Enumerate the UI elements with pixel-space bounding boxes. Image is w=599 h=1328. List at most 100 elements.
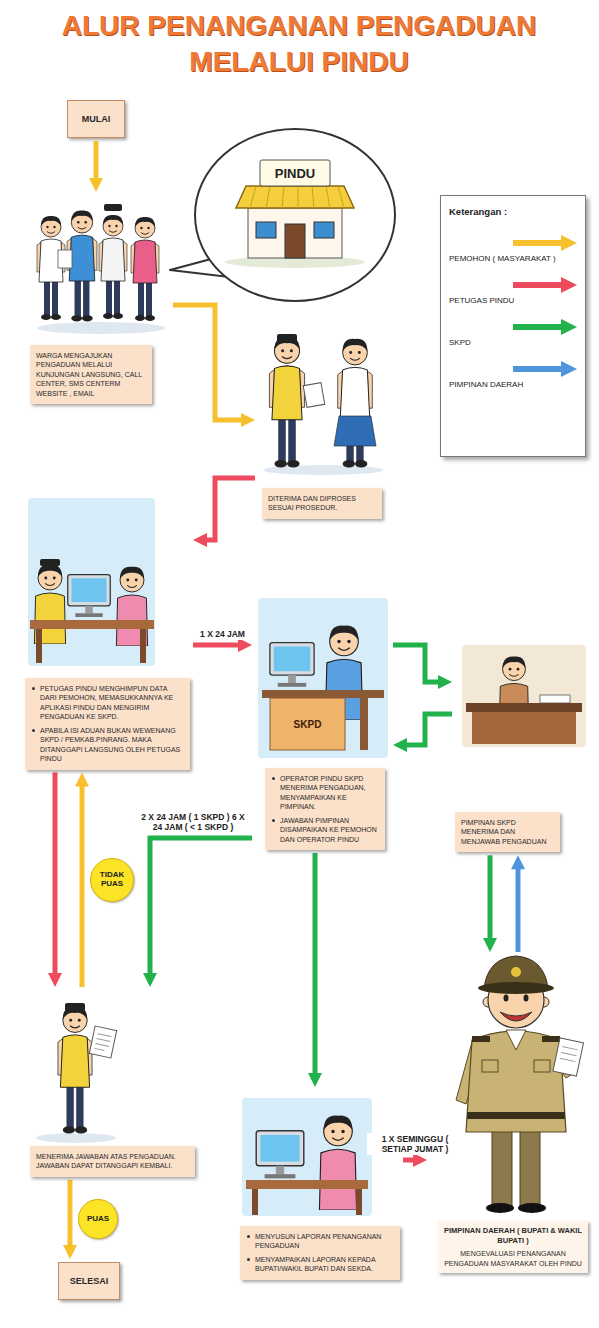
arrow-line bbox=[173, 305, 243, 420]
step-panel: SELESAI bbox=[58, 1262, 120, 1300]
step-panel: DITERIMA DAN DIPROSES SESUAI PROSEDUR. bbox=[262, 488, 382, 519]
flow-arrow bbox=[143, 838, 252, 987]
flow-arrow bbox=[63, 1180, 77, 1259]
legend-arrow bbox=[513, 277, 577, 293]
step-text: MENERIMA JAWABAN ATAS PENGADUAN. JAWABAN… bbox=[36, 1152, 189, 1171]
flow-arrow bbox=[483, 855, 497, 952]
legend-arrow-shape bbox=[513, 277, 577, 293]
step-text: WARGA MENGAJUKAN PENGADUAN MELALUI KUNJU… bbox=[36, 351, 146, 398]
step-panel: PIMPINAN SKPD MENERIMA DAN MENJAWAB PENG… bbox=[455, 812, 560, 852]
flow-step: MULAI bbox=[67, 100, 125, 138]
arrow-head bbox=[413, 1153, 427, 1167]
flow-step: WARGA MENGAJUKAN PENGADUAN MELALUI KUNJU… bbox=[30, 195, 170, 404]
legend-arrow-shape bbox=[513, 361, 577, 377]
step-text: DITERIMA DAN DIPROSES SESUAI PROSEDUR. bbox=[268, 494, 376, 513]
flow-step: PETUGAS PINDU MENGHIMPUN DATA DARI PEMOH… bbox=[25, 490, 190, 770]
bullet-dot bbox=[272, 819, 275, 822]
legend-heading: Keterangan : bbox=[449, 206, 577, 217]
bullet-row: APABILA ISI ADUAN BUKAN WEWENANG SKPD / … bbox=[31, 726, 184, 764]
step-text: MENYUSUN LAPORAN PENANGANAN PENGADUAN bbox=[255, 1232, 394, 1251]
bullet-row: MENYUSUN LAPORAN PENANGANAN PENGADUAN bbox=[246, 1232, 394, 1251]
edge-label: 2 X 24 JAM ( 1 SKPD ) 6 X 24 JAM ( < 1 S… bbox=[134, 811, 252, 833]
legend-arrow-shape bbox=[513, 319, 577, 335]
flow-arrow bbox=[193, 638, 252, 652]
edge-label: 1 X 24 JAM bbox=[198, 628, 247, 640]
arrow-head bbox=[143, 973, 157, 987]
flow-step: DITERIMA DAN DIPROSES SESUAI PROSEDUR. bbox=[258, 322, 388, 519]
step-text: MENGEVALUASI PENANGANAN PENGADUAN MASYAR… bbox=[443, 1249, 583, 1268]
legend-arrow bbox=[513, 361, 577, 377]
step-panel: MENYUSUN LAPORAN PENANGANAN PENGADUAN MEN… bbox=[240, 1226, 400, 1280]
legend-entry: PIMPINAN DAERAH bbox=[449, 361, 577, 389]
bullet-row: JAWABAN PIMPINAN DISAMPAIKAN KE PEMOHON … bbox=[271, 816, 379, 844]
bullet-dot bbox=[272, 777, 275, 780]
bullet-dot bbox=[32, 687, 35, 690]
diagram-title: ALUR PENANGANAN PENGADUAN MELALUI PINDU bbox=[49, 8, 549, 80]
bullet-dot bbox=[32, 729, 35, 732]
flow-step: PIMPINAN DAERAH ( BUPATI & WAKIL BUPATI … bbox=[430, 955, 590, 1273]
arrow-line bbox=[488, 855, 493, 940]
legend-arrow-shape bbox=[513, 235, 577, 251]
arrow-line bbox=[68, 1180, 73, 1247]
arrow-line bbox=[393, 645, 440, 682]
legend-text: PEMOHON ( MASYARAKAT ) bbox=[449, 254, 577, 263]
legend-entry: PETUGAS PINDU bbox=[449, 277, 577, 305]
arrow-head bbox=[241, 413, 255, 427]
arrow-head bbox=[75, 773, 89, 787]
flow-arrow bbox=[48, 773, 62, 988]
step-text: APABILA ISI ADUAN BUKAN WEWENANG SKPD / … bbox=[40, 726, 184, 764]
edge-label: PUAS bbox=[87, 1215, 109, 1224]
arrow-line bbox=[94, 141, 99, 180]
step-text: MENYAMPAIKAN LAPORAN KEPADA BUPATI/WAKIL… bbox=[255, 1255, 394, 1274]
arrow-head bbox=[48, 973, 62, 987]
flow-arrow bbox=[308, 853, 322, 1087]
arrow-line bbox=[80, 785, 85, 988]
step-panel: WARGA MENGAJUKAN PENGADUAN MELALUI KUNJU… bbox=[30, 345, 152, 404]
arrow-head bbox=[511, 855, 525, 869]
flow-arrow bbox=[75, 773, 89, 988]
flow-step: MENERIMA JAWABAN ATAS PENGADUAN. JAWABAN… bbox=[30, 990, 195, 1177]
flow-arrow bbox=[193, 478, 255, 547]
legend-box: Keterangan : PEMOHON ( MASYARAKAT ) PETUGA… bbox=[440, 195, 586, 457]
flow-step: PIMPINAN SKPD MENERIMA DAN MENJAWAB PENG… bbox=[455, 640, 590, 852]
bullet-dot bbox=[247, 1258, 250, 1261]
legend-arrow bbox=[513, 235, 577, 251]
step-text: PIMPINAN DAERAH ( BUPATI & WAKIL BUPATI … bbox=[443, 1226, 583, 1246]
flow-arrow bbox=[393, 714, 452, 752]
arrow-head bbox=[438, 675, 452, 689]
step-text: MULAI bbox=[70, 113, 122, 125]
flow-step: OPERATOR PINDU SKPD MENERIMA PENGADUAN, … bbox=[255, 590, 390, 850]
flow-arrow bbox=[173, 305, 255, 427]
arrow-line bbox=[150, 838, 252, 975]
flow-arrow bbox=[511, 855, 525, 952]
step-panel: PIMPINAN DAERAH ( BUPATI & WAKIL BUPATI … bbox=[438, 1221, 588, 1273]
step-text: SELESAI bbox=[61, 1275, 117, 1287]
arrow-line bbox=[405, 714, 452, 745]
flow-arrow bbox=[393, 645, 452, 689]
flow-step: MENYUSUN LAPORAN PENANGANAN PENGADUAN MEN… bbox=[240, 1090, 400, 1280]
flow-step: SELESAI bbox=[58, 1262, 120, 1300]
flow-arrow bbox=[403, 1153, 427, 1167]
arrow-line bbox=[313, 853, 318, 1075]
step-text: OPERATOR PINDU SKPD MENERIMA PENGADUAN, … bbox=[280, 774, 379, 812]
bullet-row: OPERATOR PINDU SKPD MENERIMA PENGADUAN, … bbox=[271, 774, 379, 812]
bullet-row: PETUGAS PINDU MENGHIMPUN DATA DARI PEMOH… bbox=[31, 684, 184, 722]
arrow-line bbox=[516, 867, 521, 952]
edge-label: TIDAK PUAS bbox=[94, 871, 130, 889]
arrow-head bbox=[89, 178, 103, 192]
arrow-head bbox=[393, 738, 407, 752]
arrow-head bbox=[63, 1245, 77, 1259]
arrow-head bbox=[238, 638, 252, 652]
flow-arrow bbox=[89, 141, 103, 192]
legend-arrow bbox=[513, 319, 577, 335]
step-text: JAWABAN PIMPINAN DISAMPAIKAN KE PEMOHON … bbox=[280, 816, 379, 844]
picture-label: PINDU bbox=[262, 162, 328, 184]
bullet-dot bbox=[247, 1235, 250, 1238]
step-panel: MENERIMA JAWABAN ATAS PENGADUAN. JAWABAN… bbox=[30, 1146, 195, 1177]
arrow-line bbox=[205, 478, 255, 540]
legend-entry: SKPD bbox=[449, 319, 577, 347]
picture-label: SKPD bbox=[270, 698, 345, 750]
arrow-line bbox=[193, 643, 240, 648]
edge-label: 1 X SEMINGGU ( SETIAP JUMAT ) bbox=[367, 1133, 463, 1155]
